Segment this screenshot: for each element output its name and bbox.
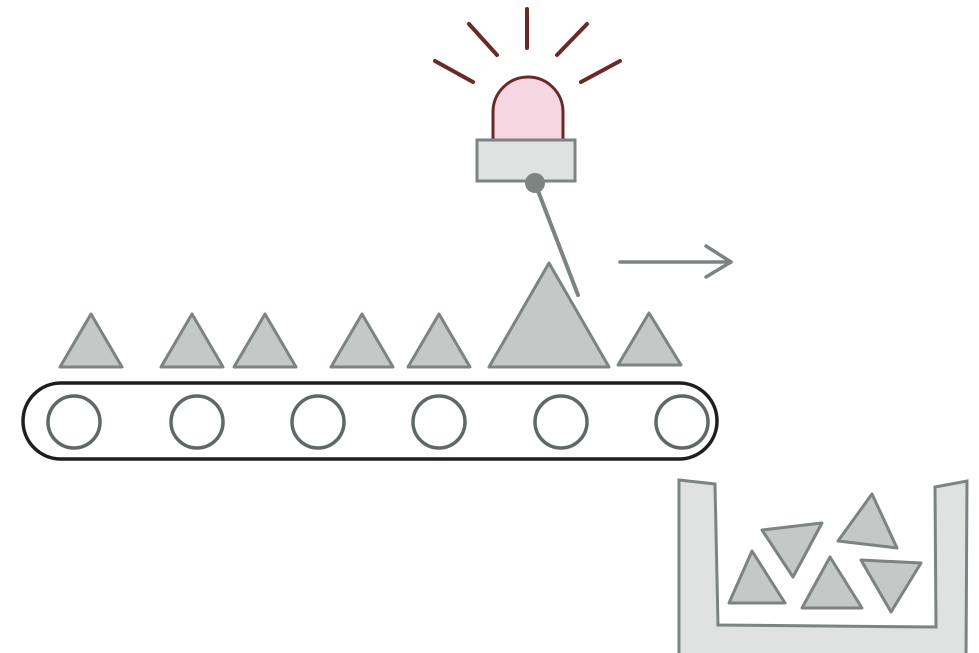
beacon-lamp <box>493 77 563 140</box>
beacon-housing <box>477 140 575 181</box>
sensor-arm-pivot <box>525 173 545 193</box>
